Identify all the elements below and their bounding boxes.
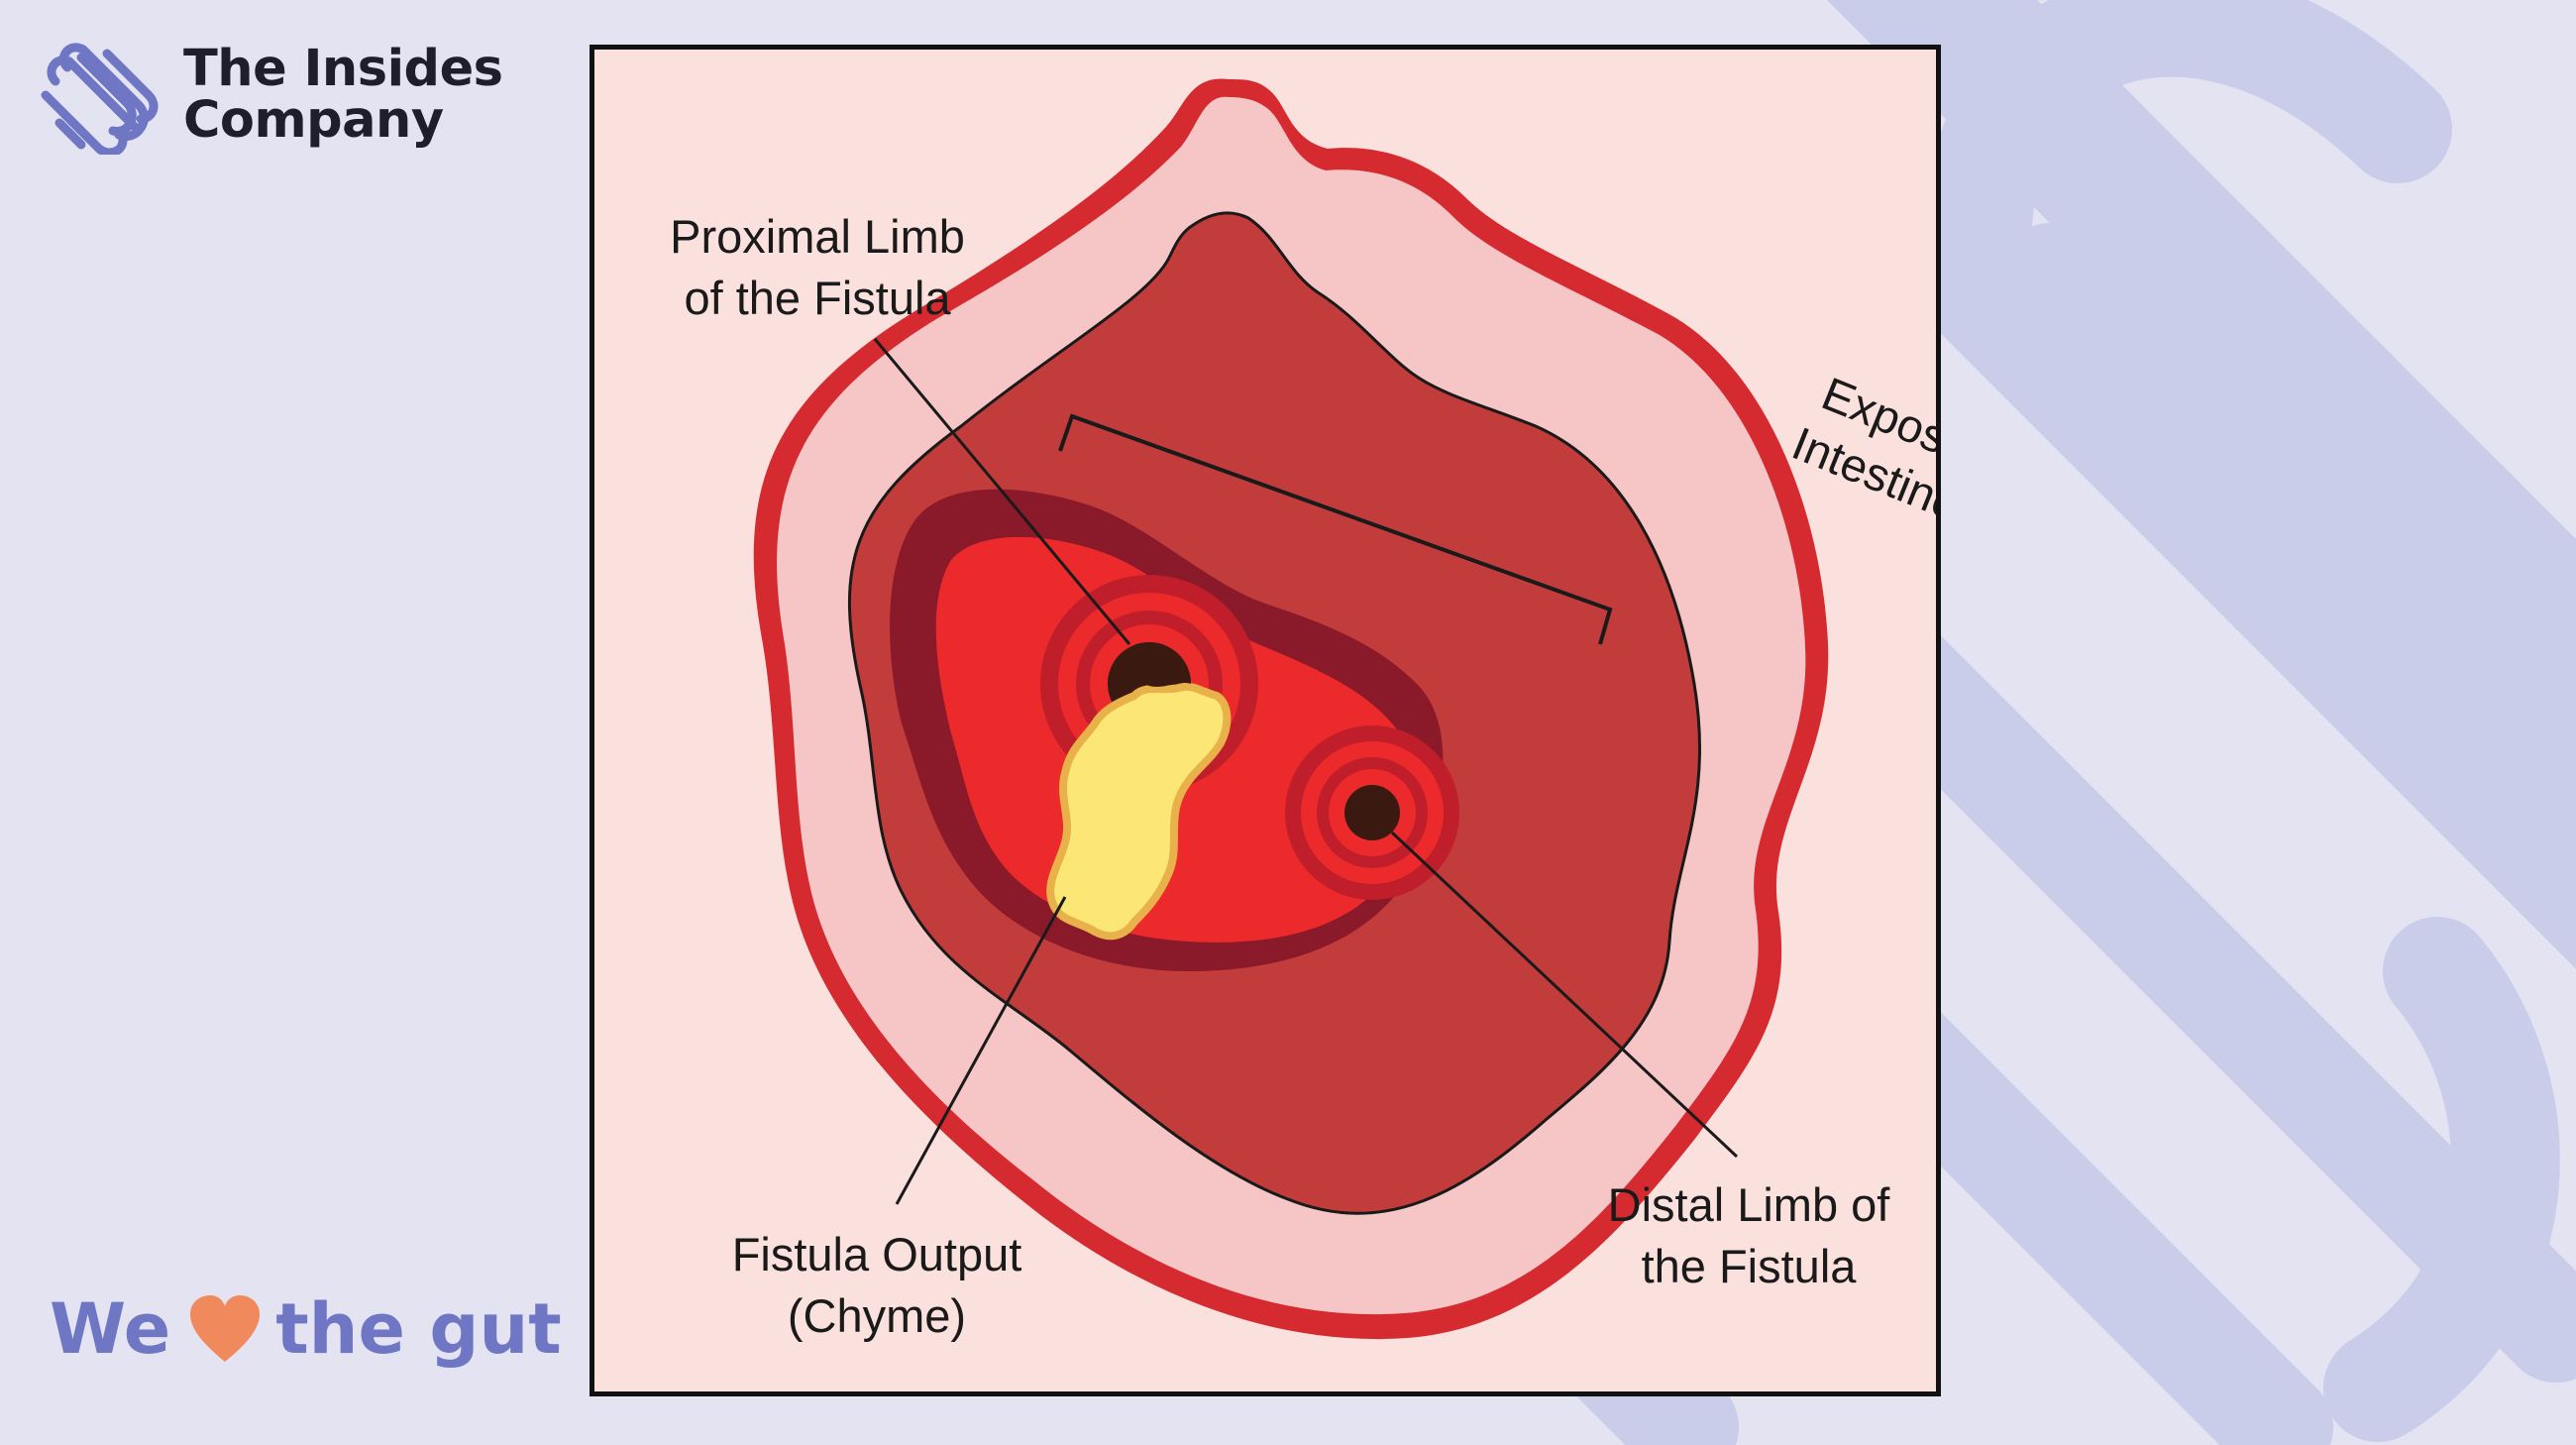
label-output-line1: Fistula Output xyxy=(731,1228,1022,1280)
label-proximal-limb: Proximal Limb of the Fistula xyxy=(634,206,1001,329)
heart-icon xyxy=(190,1295,261,1362)
label-distal-line1: Distal Limb of xyxy=(1607,1178,1890,1231)
label-distal-line2: the Fistula xyxy=(1641,1240,1857,1292)
output-leader-line xyxy=(895,896,1067,1205)
label-distal-limb: Distal Limb of the Fistula xyxy=(1575,1174,1922,1297)
label-proximal-line1: Proximal Limb xyxy=(670,210,965,263)
brand: The Insides Company xyxy=(30,36,503,155)
label-output-line2: (Chyme) xyxy=(787,1289,967,1342)
brand-name: The Insides Company xyxy=(183,44,503,147)
proximal-lumen-top xyxy=(1108,642,1191,687)
chyme-output xyxy=(1046,683,1232,941)
label-proximal-line2: of the Fistula xyxy=(684,272,951,324)
tagline-before: We xyxy=(50,1288,171,1370)
brand-name-line1: The Insides xyxy=(183,40,503,98)
fistula-diagram xyxy=(753,78,1829,1340)
tagline: We the gut xyxy=(50,1288,562,1370)
distal-stoma-lumen xyxy=(1344,785,1400,840)
brand-name-line2: Company xyxy=(183,91,444,150)
exposed-bracket xyxy=(1058,413,1613,645)
distal-leader-line xyxy=(1390,831,1739,1159)
proximal-leader-line xyxy=(873,338,1131,645)
tagline-after: the gut xyxy=(275,1288,562,1370)
label-fistula-output: Fistula Output (Chyme) xyxy=(703,1224,1050,1347)
diagram-frame: Proximal Limb of the Fistula Exposed Int… xyxy=(590,45,1941,1396)
insides-logo-icon xyxy=(41,43,159,155)
